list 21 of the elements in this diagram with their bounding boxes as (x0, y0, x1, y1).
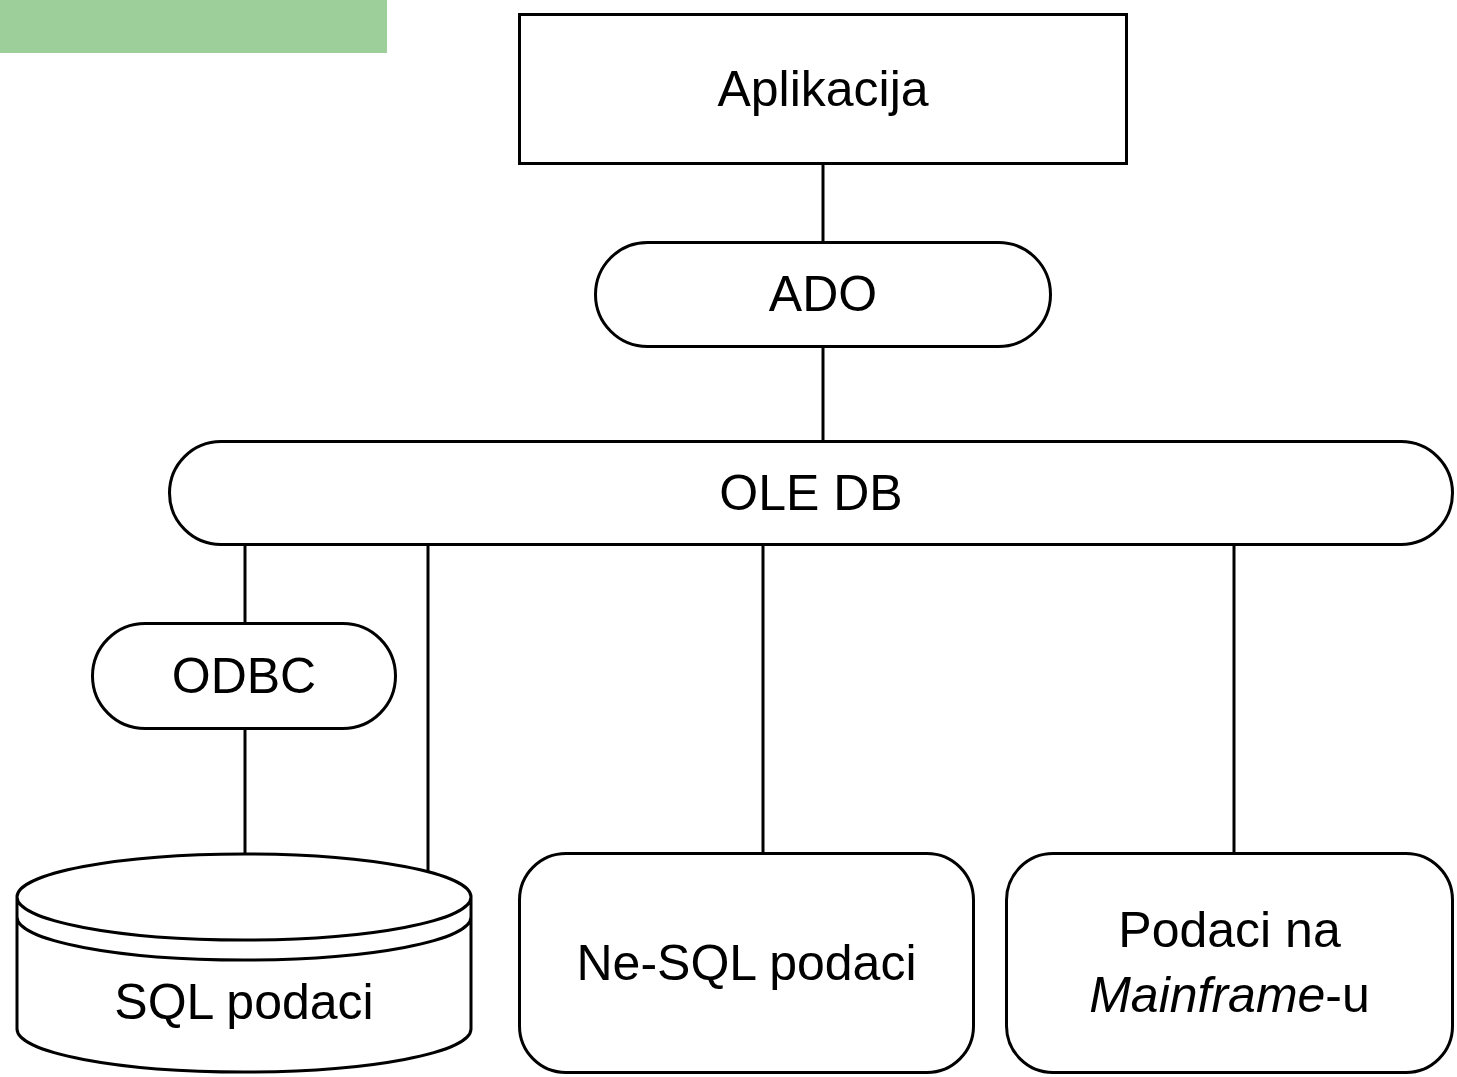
connector-line (821, 165, 825, 241)
node-label: Aplikacija (717, 59, 929, 119)
node-label: ODBC (171, 646, 317, 706)
node-label: Ne-SQL podaci (576, 933, 917, 993)
database-cylinder (15, 852, 473, 1074)
rounded-box (1005, 852, 1454, 1074)
node-label: OLE DB (719, 463, 903, 523)
rounded-box (168, 440, 1454, 546)
rounded-box (91, 622, 397, 730)
connector-line (243, 730, 247, 854)
rounded-box (518, 852, 975, 1074)
rounded-box (594, 241, 1052, 348)
connector-line (821, 348, 825, 440)
connector-line (761, 546, 765, 852)
connector-line (1232, 546, 1236, 852)
connector-line (426, 546, 430, 872)
connector-line (243, 546, 247, 622)
node-label: Podaci na Mainframe-u (1088, 901, 1371, 1025)
node-label: SQL podaci (114, 973, 374, 1032)
node-label: ADO (768, 265, 878, 324)
process-box (518, 13, 1128, 165)
